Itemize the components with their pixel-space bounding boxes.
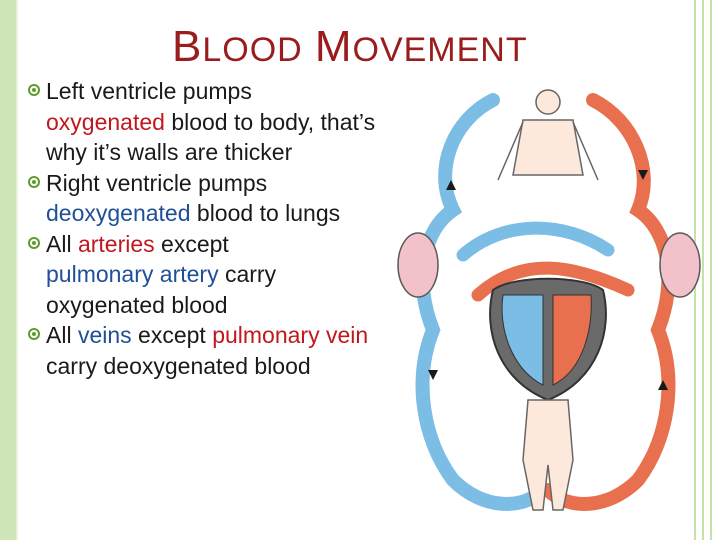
left-lung: [397, 232, 439, 298]
slide-title: BLOOD MOVEMENT: [172, 22, 528, 72]
highlight-veins: veins: [77, 322, 132, 348]
bullet-marker-icon: [28, 328, 40, 340]
bullet-text: blood to lungs: [190, 200, 341, 226]
highlight-arteries: arteries: [77, 230, 155, 257]
bullet-text: All: [46, 230, 78, 257]
bullet-text: Right ventricle pumps: [46, 169, 268, 196]
bullet-item: Left ventricle pumps oxygenated blood to…: [26, 76, 386, 168]
bullet-list: Left ventricle pumps oxygenated blood to…: [26, 76, 386, 381]
bullet-text: except: [131, 322, 213, 348]
lower-body-figure: [522, 399, 574, 511]
bullet-text: carry deoxygenated blood: [46, 352, 311, 379]
title-cap: M: [314, 22, 353, 71]
systemic-vein-loop: [415, 93, 550, 511]
bullet-marker-icon: [28, 236, 40, 249]
bullet-item: All veins except pulmonary vein carry de…: [26, 320, 386, 381]
bullet-item: All arteries except pulmonary artery car…: [26, 229, 386, 321]
bullet-text: carry oxygenated blood: [46, 261, 277, 318]
pulmonary-artery: [456, 221, 615, 262]
circulatory-diagram: [397, 89, 701, 511]
bullet-item: Right ventricle pumps deoxygenated blood…: [26, 168, 386, 229]
bullet-text: Left ventricle pumps: [46, 78, 252, 104]
right-decor-line: [710, 0, 712, 540]
title-word: OVEMENT: [352, 31, 528, 69]
right-lung: [659, 232, 701, 298]
left-decor-line: [16, 0, 18, 540]
highlight-deoxygenated: deoxygenated: [46, 200, 191, 226]
title-cap: B: [172, 22, 203, 71]
right-decor-line: [702, 0, 704, 540]
bullet-text: All: [46, 322, 78, 348]
heart-left-side: [552, 294, 592, 386]
highlight-pulmonary-vein: pulmonary vein: [212, 322, 369, 348]
flow-arrows: [428, 170, 668, 390]
heart-right-side: [501, 294, 544, 386]
bullet-text: blood to body, that’s why it’s walls are…: [46, 108, 376, 166]
highlight-pulmonary-artery: pulmonary artery: [46, 261, 219, 287]
bullet-marker-icon: [28, 84, 40, 96]
left-decor-bar: [0, 0, 16, 540]
bullet-text: except: [154, 230, 229, 257]
bullet-marker-icon: [28, 175, 40, 188]
pulmonary-vein: [471, 261, 635, 302]
upper-body-figure: [497, 89, 599, 181]
title-word: LOOD: [202, 31, 303, 69]
highlight-oxygenated: oxygenated: [46, 108, 165, 135]
